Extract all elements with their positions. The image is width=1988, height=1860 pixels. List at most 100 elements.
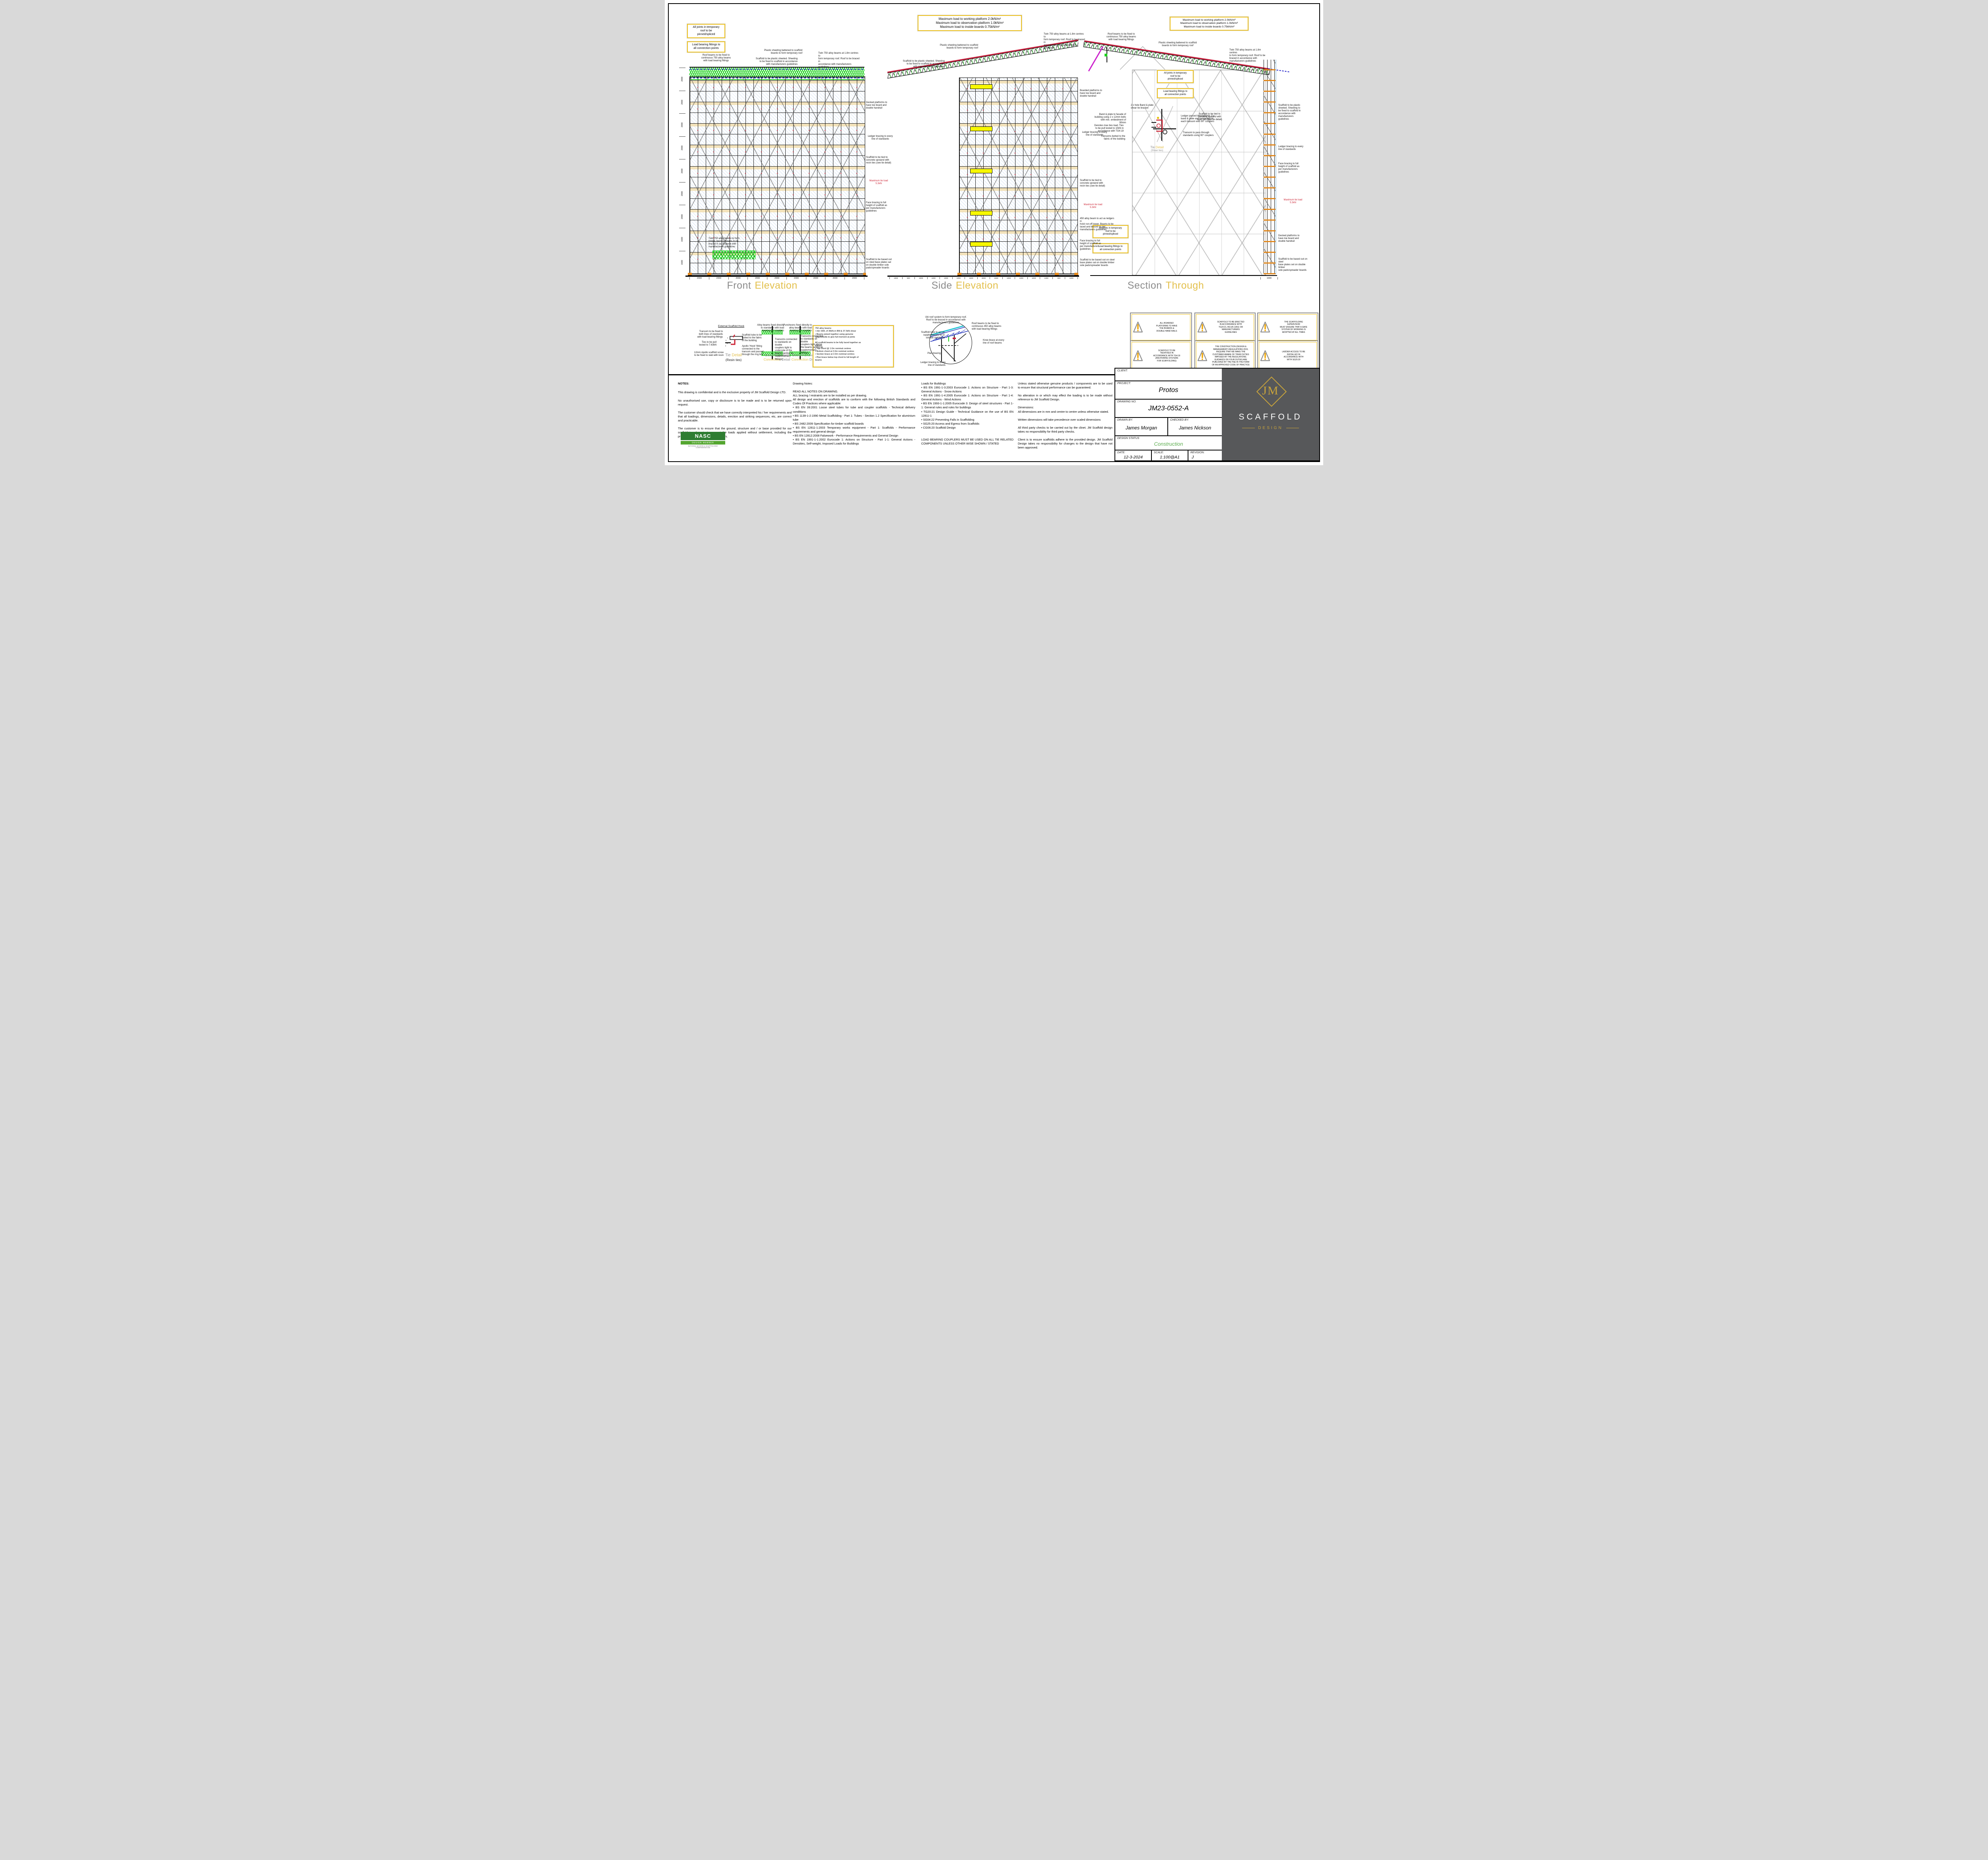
- callout-label: Plastic sheeting battened to scaffold bo…: [764, 49, 802, 55]
- callout-label: 450 alloy beam to act as ledgers in hois…: [1080, 217, 1114, 231]
- title-part-gold: Connection: [791, 357, 809, 361]
- callout-label: Plan bracing: [927, 352, 941, 355]
- callout-label: Scaffold to be plastic sheeted. Sheeting…: [1278, 104, 1301, 121]
- dimension-label: 3000: [977, 277, 990, 279]
- date-label: DATE:: [1117, 451, 1126, 454]
- roof-beam-dashed-line: [689, 69, 864, 70]
- warning-triangle-icon: [1197, 321, 1208, 333]
- callout-label: Ledger passed through min. 2 x band & pl…: [1181, 115, 1215, 123]
- callout-label: Transoms connected to standards on doubl…: [775, 338, 797, 361]
- callout-label: Scaffold to be based out on steel base p…: [1080, 259, 1115, 267]
- dimension-label: 2000: [747, 277, 767, 280]
- date-scale-revision-row: DATE: 12-3-2024 SCALE: 1:100@A1 REVISION…: [1115, 450, 1222, 460]
- dimension-label: 2000: [679, 113, 685, 136]
- dimension-label: 2000: [689, 277, 709, 280]
- warning-text: SCAFFOLD TO BE ERECTED IN ACCORDANCE WIT…: [1217, 320, 1244, 334]
- callout-label: Plastic sheeting battened to scaffold bo…: [940, 44, 978, 50]
- title-part-gray: Tie: [725, 353, 731, 357]
- revision-label: REVISION:: [1190, 451, 1205, 454]
- warning-box: THE SCAFFOLDING SUPERVISOR MUST ENSURE T…: [1257, 313, 1318, 342]
- warning-text: LADDER ACCESS TO BE INSTALLED IN ACCORDA…: [1282, 351, 1305, 361]
- dimension-label: 1000: [927, 277, 940, 279]
- section-ground-line: [1090, 275, 1277, 276]
- callout-label: External Scaffold Hook: [718, 325, 744, 328]
- title-part-gray: Section: [1127, 280, 1162, 291]
- callout-label: Maximum tie load 5.3kN: [869, 180, 888, 185]
- title-part-gray: Beam/Standard: [765, 353, 789, 357]
- callout-label: Maximum tie load 5.3kN: [1083, 204, 1103, 209]
- design-status-row: DESIGN STATUS Construction: [1115, 436, 1222, 450]
- yellow-note-box: All joints in temporary roof to be pinne…: [1093, 225, 1128, 238]
- date-cell: DATE: 12-3-2024: [1115, 450, 1152, 460]
- checked-by-value: James Nickson: [1178, 425, 1211, 431]
- warning-triangle-icon: [1260, 321, 1270, 333]
- callout-label: Scaffold to be plastic sheeted. Sheeting…: [903, 60, 945, 68]
- dimension-label: 1000: [952, 277, 965, 279]
- callout-label: Scaffold to be tied to concrete upstand …: [1197, 113, 1222, 121]
- gold-bar: [1286, 427, 1299, 429]
- yellow-note-box: All joints in temporary roof to be pinne…: [1157, 70, 1194, 83]
- yellow-note-box: 750 alloy beams • min SWL of 36kN.m BM &…: [813, 325, 894, 367]
- client-label: CLIENT:: [1117, 369, 1128, 372]
- scale-value: 1:100@A1: [1160, 455, 1180, 460]
- notes-column-general: NOTES: This drawing is confidential and …: [678, 378, 792, 443]
- design-status-label: DESIGN STATUS: [1117, 437, 1140, 440]
- dimension-label: 2000: [825, 277, 845, 280]
- callout-label: Knee brace at every line of roof beams: [983, 339, 1004, 345]
- callout-label: Ubi roof system to form temporary roof. …: [925, 316, 967, 324]
- jm-initials: JM: [1262, 384, 1279, 397]
- tie-detail-shear-title: Tie Detail (Shear ties): [1141, 146, 1173, 153]
- roof-detail-drawing: [930, 323, 971, 362]
- building-outline: [1132, 70, 1266, 276]
- dimension-label: 2000: [679, 205, 685, 228]
- dimension-label: 2000: [767, 277, 786, 280]
- callout-label: Twin 750 alloy beams at 1.8m centres to …: [1044, 33, 1085, 50]
- notes-title: NOTES:: [678, 382, 689, 386]
- warning-triangle-icon: [1133, 350, 1143, 361]
- warning-text: THE CONSTRUCTION (DESIGN & MANAGEMENT) R…: [1212, 346, 1250, 366]
- scale-label: SCALE:: [1154, 451, 1164, 454]
- callout-label: Scaffold tube to be butted to the fabric…: [742, 334, 762, 342]
- warning-triangle-icon: [1133, 321, 1143, 333]
- callout-label: Apollo 'Hook' fitting connected to the t…: [742, 345, 764, 356]
- notes-body: Drawing Notes: READ ALL NOTES ON DRAWING…: [793, 382, 915, 445]
- callout-label: Scaffold to be plastic sheeted. Sheeting…: [755, 58, 798, 66]
- dimension-label: 2000: [709, 277, 728, 280]
- drawn-by-value: James Morgan: [1125, 425, 1157, 431]
- warning-triangle-icon: [1197, 350, 1208, 361]
- title-part-gray: Side: [931, 280, 952, 291]
- dimension-label: 1500: [965, 277, 977, 279]
- jm-design-text: DESIGN: [1242, 426, 1299, 430]
- callout-label: Ledger bracing to every line of standard…: [1082, 131, 1107, 137]
- hoist-platform: [970, 84, 992, 89]
- hoist-platform: [970, 126, 992, 131]
- notes-divider-line: [668, 374, 1114, 375]
- callout-label: Ledger bracing to every line of standard…: [920, 361, 945, 367]
- notes-column-drawing-notes: Drawing Notes: READ ALL NOTES ON DRAWING…: [793, 378, 915, 450]
- title-part-gray: Beam/Puncheon: [792, 353, 817, 357]
- front-roof-truss: [689, 67, 864, 78]
- warning-box: THE CONSTRUCTION (DESIGN & MANAGEMENT) R…: [1194, 340, 1256, 371]
- scale-cell: SCALE: 1:100@A1: [1152, 450, 1188, 460]
- warning-box: ALL BOARDED PLATFORMS TO HAVE TOE BOARDS…: [1130, 313, 1192, 342]
- dimension-label: 1000: [914, 277, 927, 279]
- side-roof-truss: [887, 39, 1078, 79]
- title-part-gold: Detail: [1155, 146, 1164, 149]
- standard-tube: [772, 326, 773, 359]
- revision-value: J: [1192, 455, 1194, 460]
- dimension-label: 2000: [786, 277, 806, 280]
- nasc-logo: NASC DESIGN MEMBER NATIONAL ACCESS & SCA…: [681, 432, 725, 448]
- notes-column-loads: Loads for Buildings • BS EN 1991-1-3:200…: [921, 378, 1013, 450]
- hoist-platform: [970, 242, 992, 247]
- tie-detail-resin-title: Tie Detail (Resin ties): [712, 353, 755, 362]
- alloy-beam-truss: [789, 330, 811, 334]
- yellow-note-box: Maximum load to working platform 2.0kN/m…: [918, 15, 1022, 31]
- hoist-platform: [970, 169, 992, 173]
- drawing-no-row: DRAWING NO. JM23-0552-A: [1115, 400, 1222, 418]
- callout-label: Scaffold to be based out on steel base p…: [1278, 258, 1307, 272]
- hoist-platform: [970, 211, 992, 216]
- revision-cell: REVISION: J: [1188, 450, 1222, 460]
